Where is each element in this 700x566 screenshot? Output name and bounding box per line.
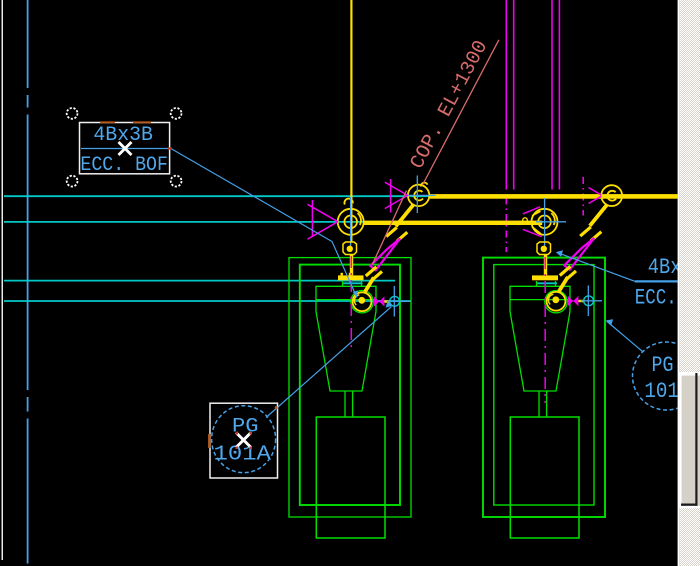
svg-text:ECC. BOF: ECC. BOF xyxy=(80,154,167,177)
svg-text:PG: PG xyxy=(232,416,259,439)
svg-text:ECC. BOF: ECC. BOF xyxy=(635,285,700,310)
svg-text:4Bx3B: 4Bx3B xyxy=(648,255,700,280)
svg-text:4Bx3B: 4Bx3B xyxy=(93,124,152,147)
svg-text:101A: 101A xyxy=(214,444,272,467)
svg-text:PG: PG xyxy=(652,353,674,378)
svg-text:101I: 101I xyxy=(644,379,690,404)
